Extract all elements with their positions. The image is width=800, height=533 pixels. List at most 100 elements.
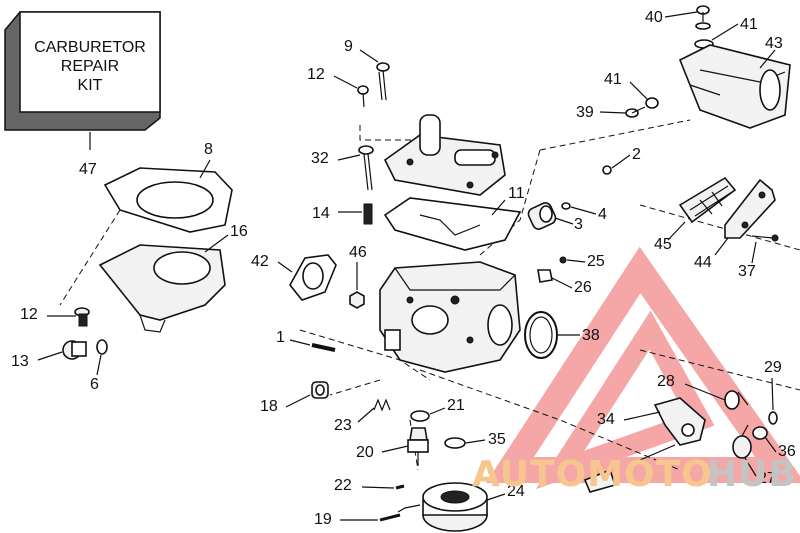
washer-36-shape xyxy=(752,426,768,440)
leader-washer-29 xyxy=(771,377,774,411)
leader-clip-2 xyxy=(611,154,631,169)
leader-screw-32 xyxy=(337,154,361,161)
callout-pin-22: 22 xyxy=(334,477,352,494)
callout-fitting-18: 18 xyxy=(260,398,278,415)
o-ring-35-shape xyxy=(444,437,466,449)
leader-air-silencer-43 xyxy=(759,49,776,69)
leader-screen-45 xyxy=(667,221,686,241)
air-silencer-43-shape xyxy=(678,44,791,129)
leader-washer-41-top xyxy=(711,23,739,41)
watermark-suffix: HUB xyxy=(707,454,797,495)
spring-23-shape xyxy=(373,398,391,412)
pin-22-shape xyxy=(395,484,405,490)
callout-washer-41-top: 41 xyxy=(740,16,758,33)
washer-29-shape xyxy=(768,411,778,425)
callout-bracket-44: 44 xyxy=(694,254,712,271)
callout-pin-19: 19 xyxy=(314,511,332,528)
leader-washer-41-mid xyxy=(629,81,649,101)
callout-float-bowl-16: 16 xyxy=(230,223,248,240)
pin-1-shape xyxy=(311,343,336,352)
callout-spring-28: 28 xyxy=(657,373,675,390)
clip-26-shape xyxy=(537,269,553,283)
callout-screw-9: 9 xyxy=(344,38,353,55)
callout-valve-20: 20 xyxy=(356,444,374,461)
callout-float-24: 24 xyxy=(507,483,525,500)
fitting-18-shape xyxy=(311,381,329,399)
leader-screw-9 xyxy=(359,49,379,63)
callout-screw-40: 40 xyxy=(645,9,663,26)
screw-32-shape xyxy=(358,145,374,191)
leader-bushing-3 xyxy=(554,217,574,225)
callout-carburetor-repair-kit: 47 xyxy=(79,161,97,178)
carburetor-body-shape xyxy=(379,261,521,373)
callout-plug-13: 13 xyxy=(11,353,29,370)
callout-washer-6: 6 xyxy=(90,376,99,393)
screw-9-shape xyxy=(376,62,390,101)
leader-washer-21 xyxy=(429,407,446,415)
leader-gasket-8 xyxy=(199,159,211,179)
screw-39-shape xyxy=(625,106,646,118)
bracket-44-shape xyxy=(724,178,776,239)
leader-screw-37 xyxy=(751,241,757,264)
screw-12-upper-shape xyxy=(357,85,369,108)
callout-air-silencer-43: 43 xyxy=(765,35,783,52)
washer-41-mid-shape xyxy=(645,97,659,109)
callout-screw-32: 32 xyxy=(311,150,329,167)
leader-screw-25 xyxy=(566,259,586,263)
screw-25-shape xyxy=(559,256,567,264)
leader-float-24 xyxy=(486,493,506,501)
callout-needle-14: 14 xyxy=(312,205,330,222)
watermark-prefix: AUTOMOTO xyxy=(472,454,713,495)
nut-46-shape xyxy=(349,291,365,309)
callout-screw-12-lower: 12 xyxy=(20,306,38,323)
leader-spring-27 xyxy=(744,457,757,477)
callout-spring-27: 27 xyxy=(758,470,776,487)
leader-plug-13 xyxy=(37,351,63,361)
leader-fitting-18 xyxy=(285,394,311,408)
callout-screw-25: 25 xyxy=(587,253,605,270)
leader-pin-1 xyxy=(289,339,311,346)
kit-box: CARBURETOR REPAIR KIT xyxy=(4,11,161,131)
o-ring-38-shape xyxy=(524,311,558,359)
pin-19-shape xyxy=(379,513,401,522)
spring-27-shape xyxy=(732,424,752,459)
leader-pin-22 xyxy=(361,486,395,489)
plug-13-shape xyxy=(62,340,87,360)
callout-screen-45: 45 xyxy=(654,236,672,253)
callout-pin-1: 1 xyxy=(276,329,285,346)
leader-gasket-11 xyxy=(491,199,506,216)
leader-gasket-42 xyxy=(277,261,293,273)
leader-lines xyxy=(37,11,777,521)
kit-line-3: KIT xyxy=(78,77,103,94)
float-bowl-16-shape xyxy=(98,244,226,333)
callout-clip-26: 26 xyxy=(574,279,592,296)
callout-gasket-42: 42 xyxy=(251,253,269,270)
callout-washer-36: 36 xyxy=(778,443,796,460)
leader-o-ring-35 xyxy=(465,439,486,444)
leader-bracket-44 xyxy=(714,237,729,256)
gasket-42-shape xyxy=(289,254,337,301)
leader-screw-39 xyxy=(599,111,627,114)
leader-clip-26 xyxy=(551,277,573,289)
leader-o-ring-4 xyxy=(570,206,597,215)
washer-21-shape xyxy=(410,410,430,422)
callout-nut-46: 46 xyxy=(349,244,367,261)
washer-6-shape xyxy=(96,339,108,355)
callout-o-ring-38: 38 xyxy=(582,327,600,344)
top-cover-shape xyxy=(383,114,506,196)
callout-screw-12-upper: 12 xyxy=(307,66,325,83)
callout-gasket-8: 8 xyxy=(204,141,213,158)
callout-clip-2: 2 xyxy=(632,146,641,163)
clip-2-shape xyxy=(602,165,612,175)
leader-throttle-lever-34 xyxy=(623,411,661,421)
leader-spring-23 xyxy=(357,407,375,423)
leader-valve-20 xyxy=(381,445,409,453)
callout-screw-39: 39 xyxy=(576,104,594,121)
throttle-lever-34-shape xyxy=(583,397,706,493)
callout-spring-23: 23 xyxy=(334,417,352,434)
watermark-text: AUTOMOTO HUB xyxy=(472,454,797,495)
bushing-3-shape xyxy=(527,202,557,230)
